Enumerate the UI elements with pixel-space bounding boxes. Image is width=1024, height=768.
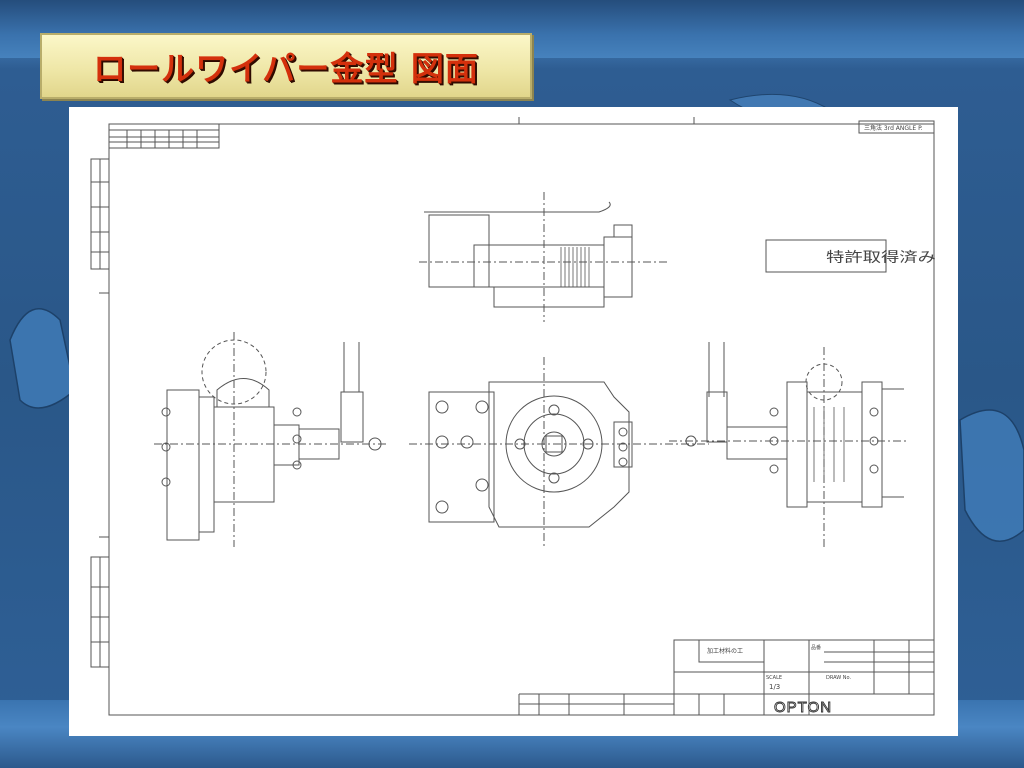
sheet-number: 1/3 [769, 683, 780, 691]
title-block-label-a: 加工材料の工 [707, 647, 743, 655]
top-view [419, 192, 669, 322]
projection-box [858, 120, 935, 134]
title-block-label-d: DRAW No. [826, 675, 852, 681]
title-block-label-b: 品番 [811, 644, 821, 651]
title-block-label-c: SCALE [766, 675, 782, 681]
front-view [409, 357, 709, 547]
patent-note: 特許取得済み [826, 249, 936, 266]
technical-drawing: 三角法 3rd ANGLE P. 特許取得済み 加工材料の工 品番 SCALE … [90, 117, 936, 716]
slide-title: ロールワイパー金型 図面 [93, 49, 479, 88]
patent-note-box [765, 239, 887, 273]
slide-title-box: ロールワイパー金型 図面 [40, 33, 532, 99]
drawing-sheet: 三角法 3rd ANGLE P. 特許取得済み 加工材料の工 品番 SCALE … [69, 107, 958, 736]
title-block [518, 639, 935, 716]
left-side-view [154, 332, 389, 547]
tolerance-table [108, 123, 220, 149]
right-side-view [669, 342, 909, 547]
projection-label: 三角法 3rd ANGLE P. [864, 124, 923, 132]
company-logo: OPTON [774, 699, 832, 716]
drawing-frame [108, 123, 935, 716]
